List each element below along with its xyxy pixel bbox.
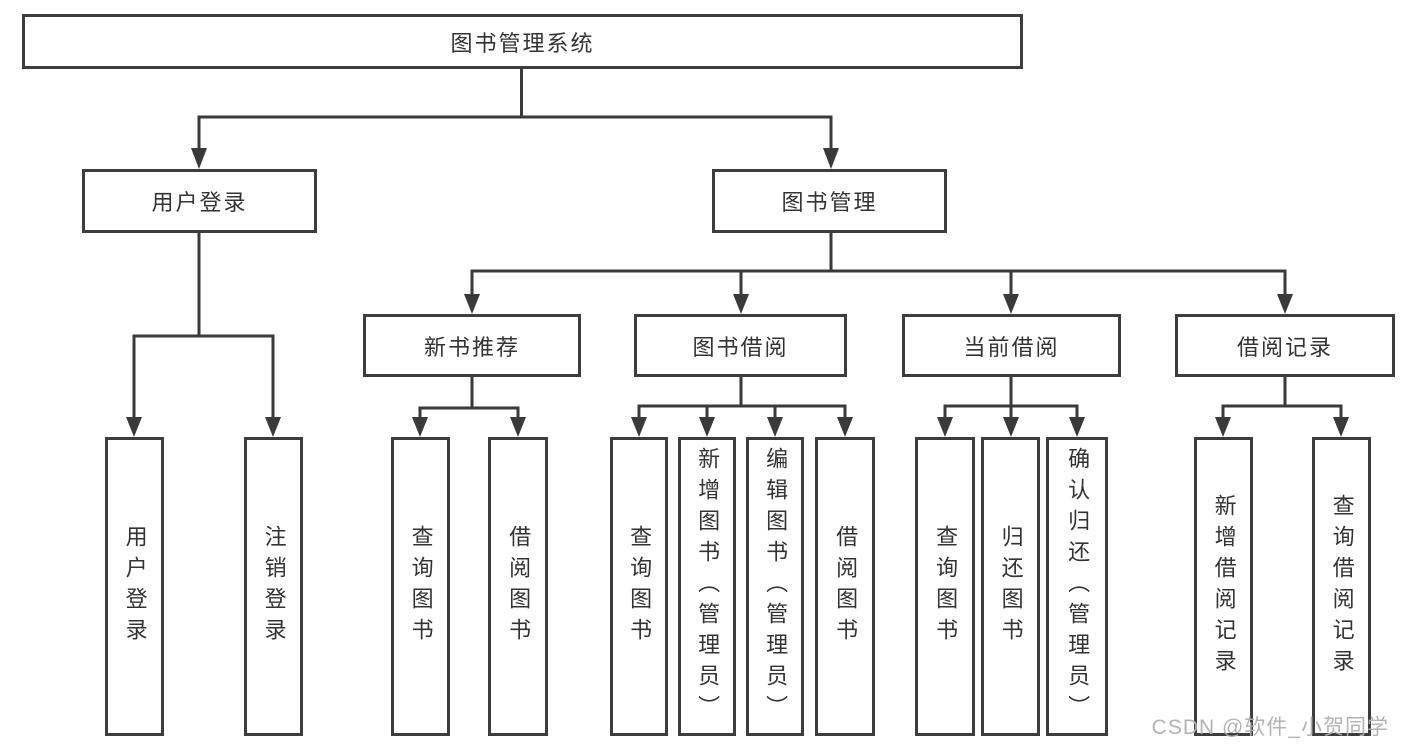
node-new-book-recommend: 新书推荐 — [363, 314, 581, 377]
leaf-edit-books-admin-label: 编辑图书（管理员） — [763, 447, 789, 726]
arrow-icon — [699, 417, 715, 437]
connector-user-login-split — [132, 233, 275, 417]
connector-book-borrow-split — [637, 377, 847, 417]
leaf-query-books-1: 查询图书 — [391, 437, 450, 736]
leaf-query-books-2-label: 查询图书 — [627, 524, 653, 649]
node-book-management-label: 图书管理 — [781, 190, 878, 215]
arrow-icon — [126, 417, 142, 437]
connector-new-books-split — [418, 377, 520, 417]
arrow-icon — [631, 417, 647, 437]
node-borrowing-records: 借阅记录 — [1175, 314, 1395, 377]
leaf-return-books-label: 归还图书 — [998, 524, 1024, 649]
arrow-icon — [937, 417, 953, 437]
node-root: 图书管理系统 — [22, 14, 1023, 69]
node-borrowing-records-label: 借阅记录 — [1236, 334, 1333, 360]
arrow-icon — [1003, 417, 1019, 437]
leaf-user-login: 用户登录 — [105, 437, 164, 736]
connector-root-split — [197, 68, 833, 149]
node-current-borrowing-label: 当前借阅 — [963, 334, 1060, 360]
watermark: CSDN @软件_小贺同学 — [1151, 716, 1389, 739]
leaf-query-books-3: 查询图书 — [915, 437, 975, 736]
arrow-icon — [1277, 294, 1293, 314]
leaf-add-books-admin: 新增图书（管理员） — [678, 437, 736, 736]
connector-book-mgmt-split — [470, 233, 1287, 294]
arrow-icon — [733, 294, 749, 314]
arrow-icon — [837, 417, 853, 437]
arrow-icon — [1333, 417, 1349, 437]
arrow-icon — [767, 417, 783, 437]
leaf-query-books-3-label: 查询图书 — [933, 524, 959, 649]
leaf-return-books: 归还图书 — [981, 437, 1040, 736]
leaf-logout-login-label: 注销登录 — [261, 524, 287, 649]
leaf-query-borrow-record-label: 查询借阅记录 — [1329, 493, 1355, 680]
leaf-borrow-books-1: 借阅图书 — [488, 437, 548, 736]
leaf-confirm-return-admin: 确认归还（管理员） — [1046, 437, 1108, 736]
node-root-label: 图书管理系统 — [450, 30, 595, 56]
arrow-icon — [265, 417, 281, 437]
connector-current-borrow-split — [943, 377, 1079, 417]
connector-borrow-records-split — [1221, 377, 1343, 417]
node-new-book-recommend-label: 新书推荐 — [423, 334, 520, 360]
leaf-add-books-admin-label: 新增图书（管理员） — [695, 447, 721, 726]
leaf-borrow-books-2: 借阅图书 — [815, 437, 875, 736]
arrowheads — [126, 148, 1349, 437]
leaf-query-borrow-record: 查询借阅记录 — [1312, 437, 1371, 736]
arrow-icon — [823, 148, 839, 169]
leaf-user-login-label: 用户登录 — [122, 524, 148, 649]
node-book-borrowing: 图书借阅 — [634, 314, 847, 377]
arrow-icon — [412, 417, 428, 437]
leaf-add-borrow-record: 新增借阅记录 — [1194, 437, 1253, 736]
leaf-confirm-return-admin-label: 确认归还（管理员） — [1065, 447, 1091, 726]
arrow-icon — [510, 417, 526, 437]
leaf-logout-login: 注销登录 — [244, 437, 303, 736]
node-user-login: 用户登录 — [82, 169, 317, 233]
node-book-management: 图书管理 — [712, 169, 947, 233]
arrow-icon — [1215, 417, 1231, 437]
arrow-icon — [1069, 417, 1085, 437]
node-user-login-label: 用户登录 — [151, 190, 248, 215]
leaf-query-books-1-label: 查询图书 — [408, 524, 434, 649]
leaf-borrow-books-2-label: 借阅图书 — [833, 524, 859, 649]
leaf-borrow-books-1-label: 借阅图书 — [506, 524, 532, 649]
node-current-borrowing: 当前借阅 — [902, 314, 1121, 377]
arrow-icon — [1003, 294, 1019, 314]
leaf-edit-books-admin: 编辑图书（管理员） — [746, 437, 804, 736]
leaf-query-books-2: 查询图书 — [610, 437, 668, 736]
leaf-add-borrow-record-label: 新增借阅记录 — [1211, 493, 1237, 680]
arrow-icon — [464, 294, 480, 314]
arrow-icon — [191, 148, 207, 169]
node-book-borrowing-label: 图书借阅 — [692, 334, 789, 360]
